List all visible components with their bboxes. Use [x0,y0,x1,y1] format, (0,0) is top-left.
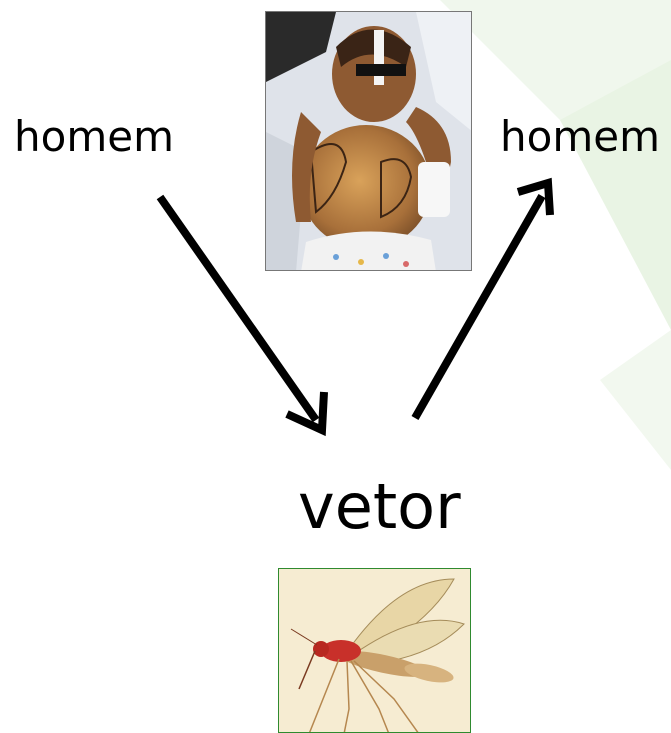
vector-label: vetor [298,470,461,543]
sandfly-insect-photo [278,568,471,733]
host-label-left: homem [14,112,174,161]
sick-child-photo [265,11,472,271]
host-label-right: homem [500,112,660,161]
